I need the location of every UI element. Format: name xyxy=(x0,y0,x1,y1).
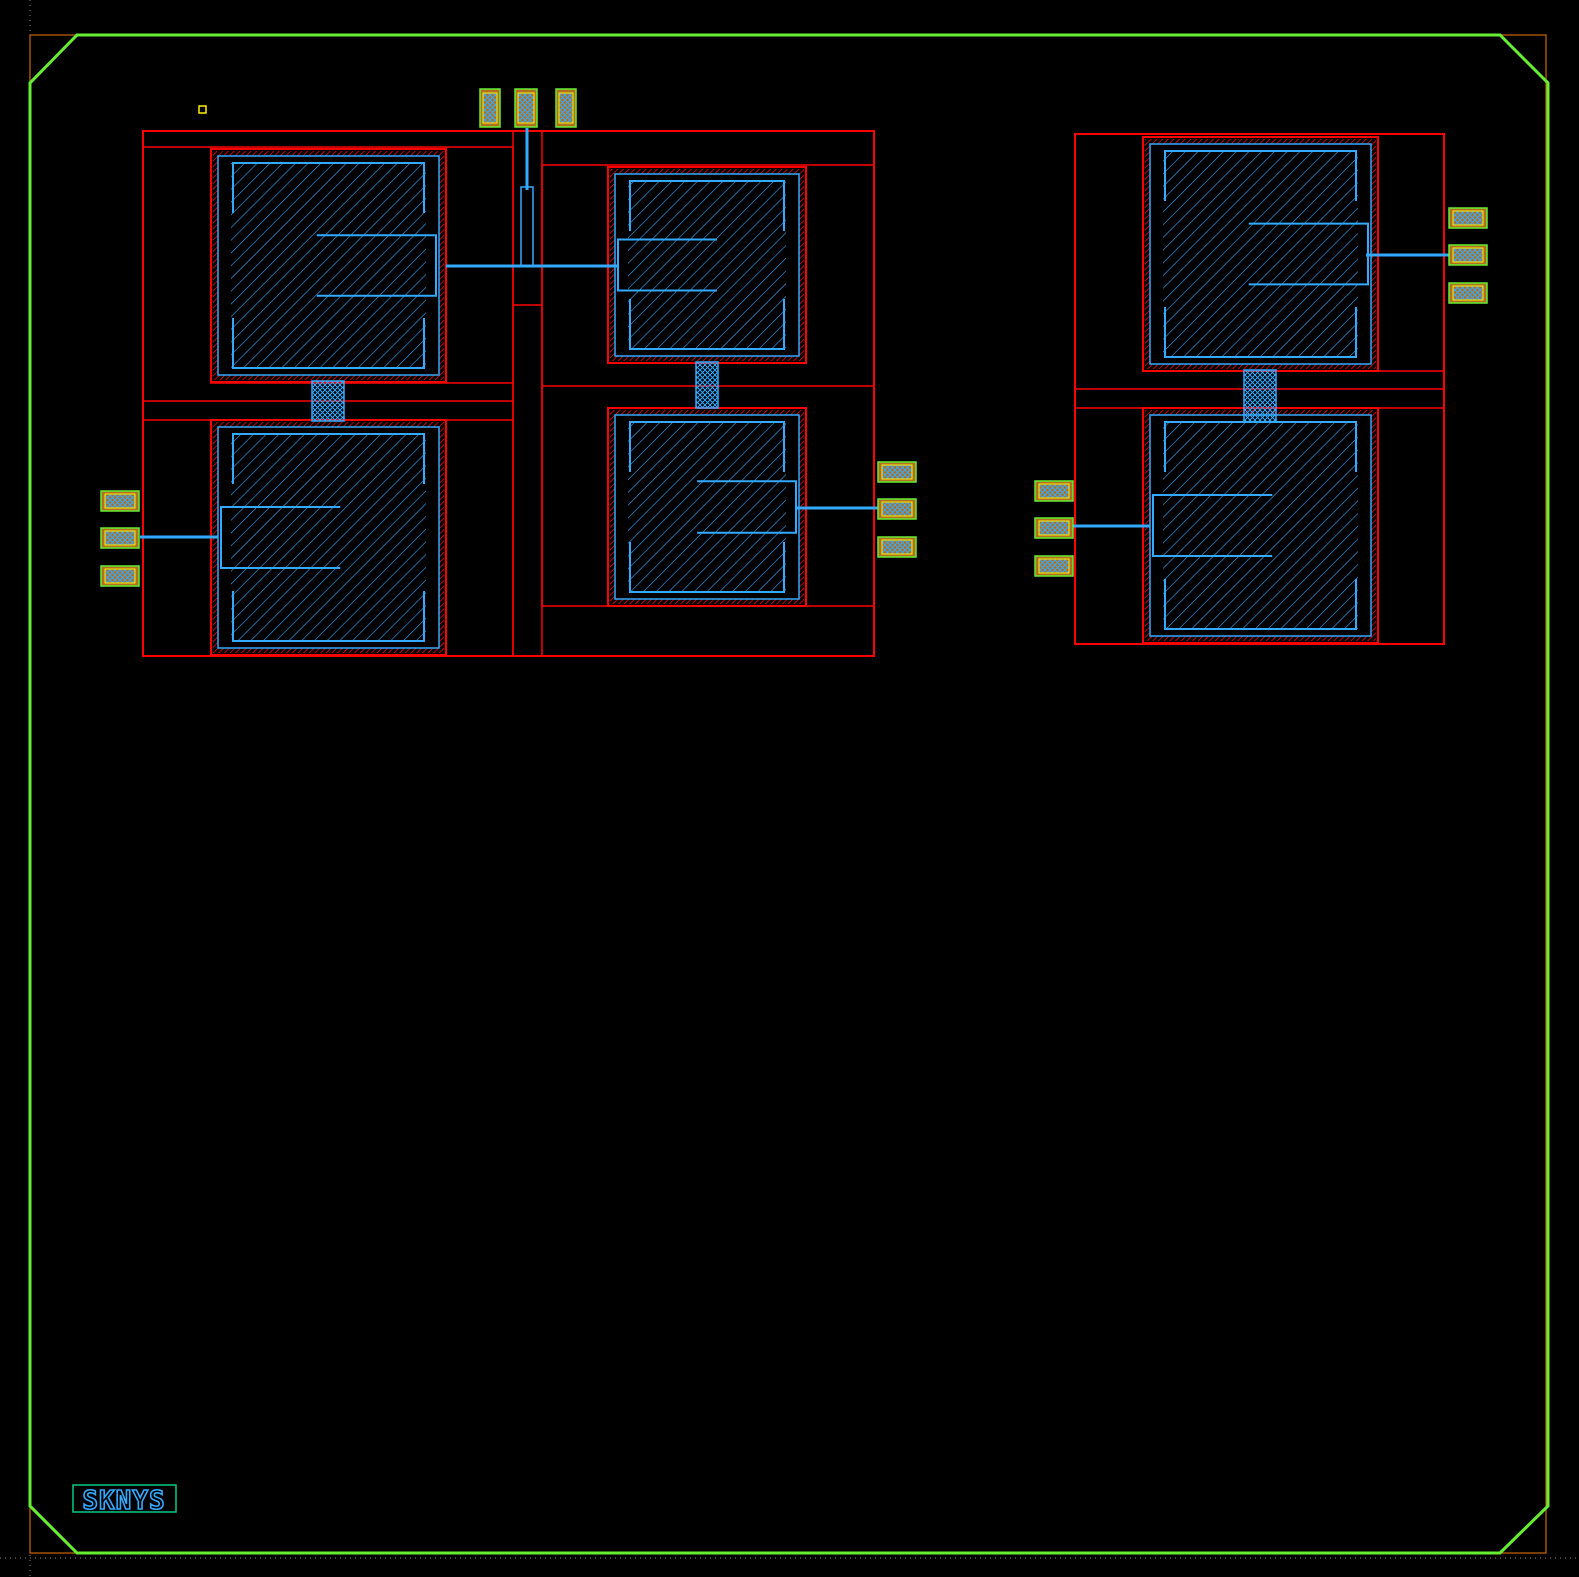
pad-stack-right-bottom-via xyxy=(1038,483,1070,499)
pad-stack-center-via xyxy=(881,464,913,480)
pad-stack-left-via xyxy=(104,530,136,546)
chip-boundary[interactable] xyxy=(28,33,1550,1555)
pad-stack-right-bottom-via xyxy=(1038,520,1070,536)
pad-stack-right-top-via xyxy=(1452,285,1484,301)
pad-row-top-via xyxy=(482,92,498,124)
device-left-top-rail-top xyxy=(232,162,425,213)
device-center-bottom[interactable] xyxy=(607,407,807,607)
device-center-top[interactable] xyxy=(607,166,807,364)
device-left-bottom[interactable] xyxy=(210,419,447,656)
device-left-bottom-finger xyxy=(220,505,341,570)
device-right-top-hatch xyxy=(1163,151,1358,357)
device-right-bottom[interactable] xyxy=(1142,407,1379,644)
center-spine xyxy=(512,130,543,657)
device-right-bottom-rail-bottom xyxy=(1164,579,1357,630)
device-left-top[interactable] xyxy=(210,148,447,383)
pad-row-top[interactable] xyxy=(479,88,577,128)
alignment-mark[interactable] xyxy=(198,105,207,114)
device-left-top-finger xyxy=(316,234,437,297)
pad-row-top-via xyxy=(517,92,535,124)
pad-stack-right-bottom[interactable] xyxy=(1034,480,1074,577)
logo-frame xyxy=(72,1484,177,1513)
pad-stack-left-via xyxy=(104,493,136,509)
device-right-bottom-finger xyxy=(1152,493,1273,558)
pad-stack-center[interactable] xyxy=(877,461,917,558)
pad-layer xyxy=(100,88,1488,587)
neck-right xyxy=(1243,369,1277,423)
neck-left xyxy=(311,380,345,422)
device-center-bottom-rail-bottom xyxy=(629,542,785,593)
device-left-top-rail-bottom xyxy=(232,318,425,369)
pad-stack-right-bottom-via xyxy=(1038,558,1070,574)
device-left-top-hatch xyxy=(231,163,426,368)
device-center-bottom-rail-top xyxy=(629,421,785,472)
device-right-top[interactable] xyxy=(1142,136,1379,372)
neck-center xyxy=(695,361,719,409)
device-right-bottom-hatch xyxy=(1163,422,1358,629)
device-right-top-rail-top xyxy=(1164,150,1357,201)
device-center-top-hatch xyxy=(628,181,786,349)
device-center-top-rail-top xyxy=(629,180,785,231)
route-spine-wide xyxy=(520,186,534,267)
device-center-bottom-finger xyxy=(697,480,797,534)
pad-stack-center-via xyxy=(881,539,913,555)
device-center-bottom-hatch xyxy=(628,422,786,592)
device-layer xyxy=(140,128,1452,657)
pad-stack-center-via xyxy=(881,501,913,517)
device-left-bottom-rail-bottom xyxy=(232,591,425,642)
logo: SKNYS xyxy=(72,1484,177,1517)
device-left-bottom-rail-top xyxy=(232,433,425,484)
logo-text: SKNYS xyxy=(82,1486,165,1516)
pad-stack-left-via xyxy=(104,568,136,584)
pad-stack-right-top-via xyxy=(1452,210,1484,226)
pad-row-top-via xyxy=(558,92,574,124)
pad-stack-left[interactable] xyxy=(100,490,140,587)
pad-stack-right-top[interactable] xyxy=(1448,207,1488,304)
device-right-top-rail-bottom xyxy=(1164,307,1357,358)
pad-stack-right-top-via xyxy=(1452,247,1484,263)
device-center-top-rail-bottom xyxy=(629,299,785,350)
device-left-bottom-hatch xyxy=(231,434,426,641)
